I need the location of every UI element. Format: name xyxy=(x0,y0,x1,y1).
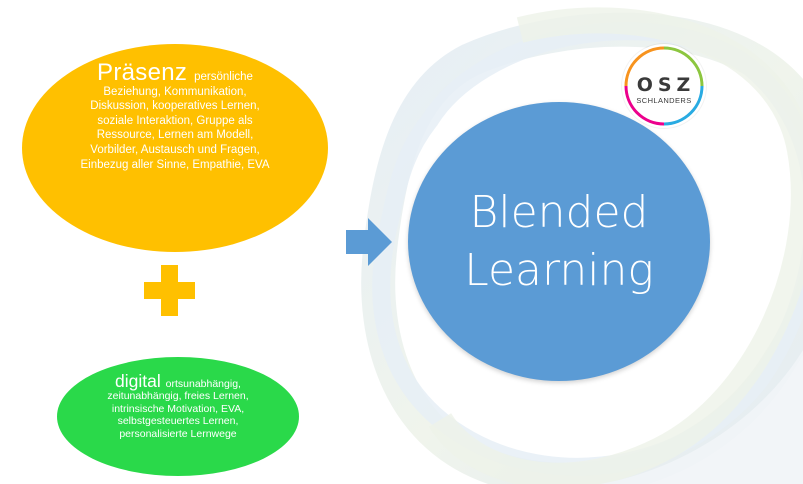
digital-line-1: zeitunabhängig, freies Lernen, xyxy=(107,390,249,403)
digital-ellipse: digital ortsunabhängig, zeitunabhängig, … xyxy=(57,357,299,476)
osz-logo: OSZ SCHLANDERS xyxy=(622,44,706,128)
praesenz-ellipse: Präsenz persönliche Beziehung, Kommunika… xyxy=(22,44,328,252)
praesenz-line-1: Beziehung, Kommunikation, xyxy=(103,85,247,98)
praesenz-line-0: persönliche xyxy=(194,71,253,83)
praesenz-text: Präsenz persönliche Beziehung, Kommunika… xyxy=(56,61,294,172)
blended-line-1: Blended xyxy=(469,186,649,238)
praesenz-line-2: Diskussion, kooperatives Lernen, xyxy=(90,100,260,113)
blended-line-2: Learning xyxy=(464,244,654,296)
arrow-right-icon xyxy=(346,218,392,266)
digital-title: digital xyxy=(115,371,166,391)
praesenz-line-3: soziale Interaktion, Gruppe als xyxy=(97,114,253,127)
digital-line-3: selbstgesteuertes Lernen, xyxy=(117,415,239,428)
plus-icon xyxy=(144,265,195,316)
praesenz-line-5: Vorbilder, Austausch und Fragen, xyxy=(90,143,260,156)
logo-subtitle: SCHLANDERS xyxy=(636,96,692,105)
praesenz-title: Präsenz xyxy=(97,59,195,86)
digital-text: digital ortsunabhängig, zeitunabhängig, … xyxy=(75,372,281,440)
blended-learning-ellipse: Blended Learning xyxy=(408,102,710,381)
praesenz-line-4: Ressource, Lernen am Modell, xyxy=(96,129,254,142)
digital-line-2: intrinsische Motivation, EVA, xyxy=(111,402,245,415)
logo-title: OSZ xyxy=(636,74,696,96)
digital-line-4: personalisierte Lernwege xyxy=(119,427,237,440)
praesenz-line-6: Einbezug aller Sinne, Empathie, EVA xyxy=(80,158,270,171)
logo-ring-icon xyxy=(624,46,704,126)
digital-line-0: ortsunabhängig, xyxy=(165,378,241,390)
